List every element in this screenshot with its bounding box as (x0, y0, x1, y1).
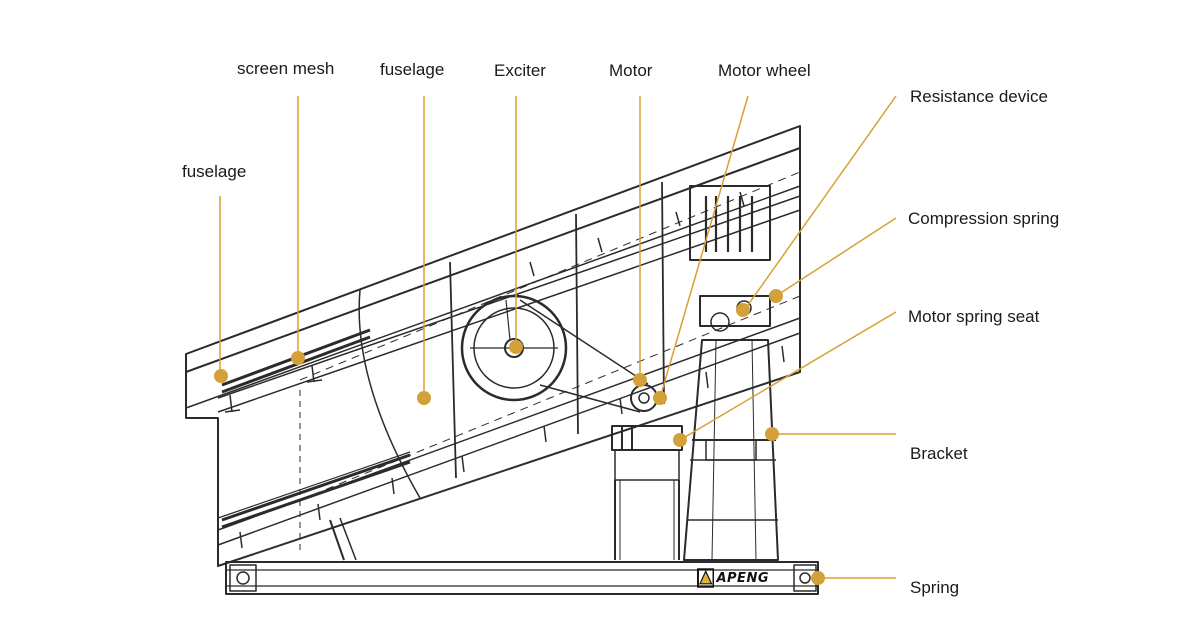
label-spring: Spring (910, 578, 960, 597)
marker-spring (811, 571, 825, 585)
marker-compression-spring (769, 289, 783, 303)
label-resistance-device: Resistance device (910, 87, 1048, 106)
marker-motor-wheel (653, 391, 667, 405)
label-exciter: Exciter (494, 61, 546, 80)
label-bracket: Bracket (910, 444, 968, 463)
marker-motor (633, 373, 647, 387)
marker-fuselage-top (417, 391, 431, 405)
marker-resistance-device (736, 303, 750, 317)
label-screen-mesh: screen mesh (237, 59, 335, 78)
label-fuselage-left: fuselage (182, 162, 247, 181)
brand-logo-text: APENG (716, 570, 769, 586)
leader-compression-spring (775, 217, 897, 297)
leader-motor-wheel (659, 95, 749, 399)
brand-logo: APENG (697, 566, 769, 590)
drive-belt-bottom (539, 384, 641, 413)
label-compression-spring: Compression spring (908, 209, 1060, 228)
markers (214, 289, 825, 585)
marker-screen-mesh (291, 351, 305, 365)
marker-motor-spring-seat (673, 433, 687, 447)
motor-body (611, 425, 683, 560)
exciter-wheel (460, 294, 568, 402)
screen-mesh-lower (221, 453, 411, 529)
leader-motor-spring-seat (679, 311, 897, 441)
brand-mark-icon (697, 568, 715, 588)
label-fuselage-top: fuselage (380, 60, 445, 79)
leader-lines (219, 95, 897, 579)
label-motor-spring-seat: Motor spring seat (908, 307, 1040, 326)
marker-fuselage-left (214, 369, 228, 383)
drive-belt-top (519, 299, 649, 385)
marker-exciter (509, 340, 523, 354)
marker-bracket (765, 427, 779, 441)
leader-resistance-device (747, 95, 897, 306)
label-motor: Motor (609, 61, 653, 80)
machine-drawing (185, 125, 819, 595)
bracket-tower (683, 185, 779, 561)
label-motor-wheel: Motor wheel (718, 61, 811, 80)
